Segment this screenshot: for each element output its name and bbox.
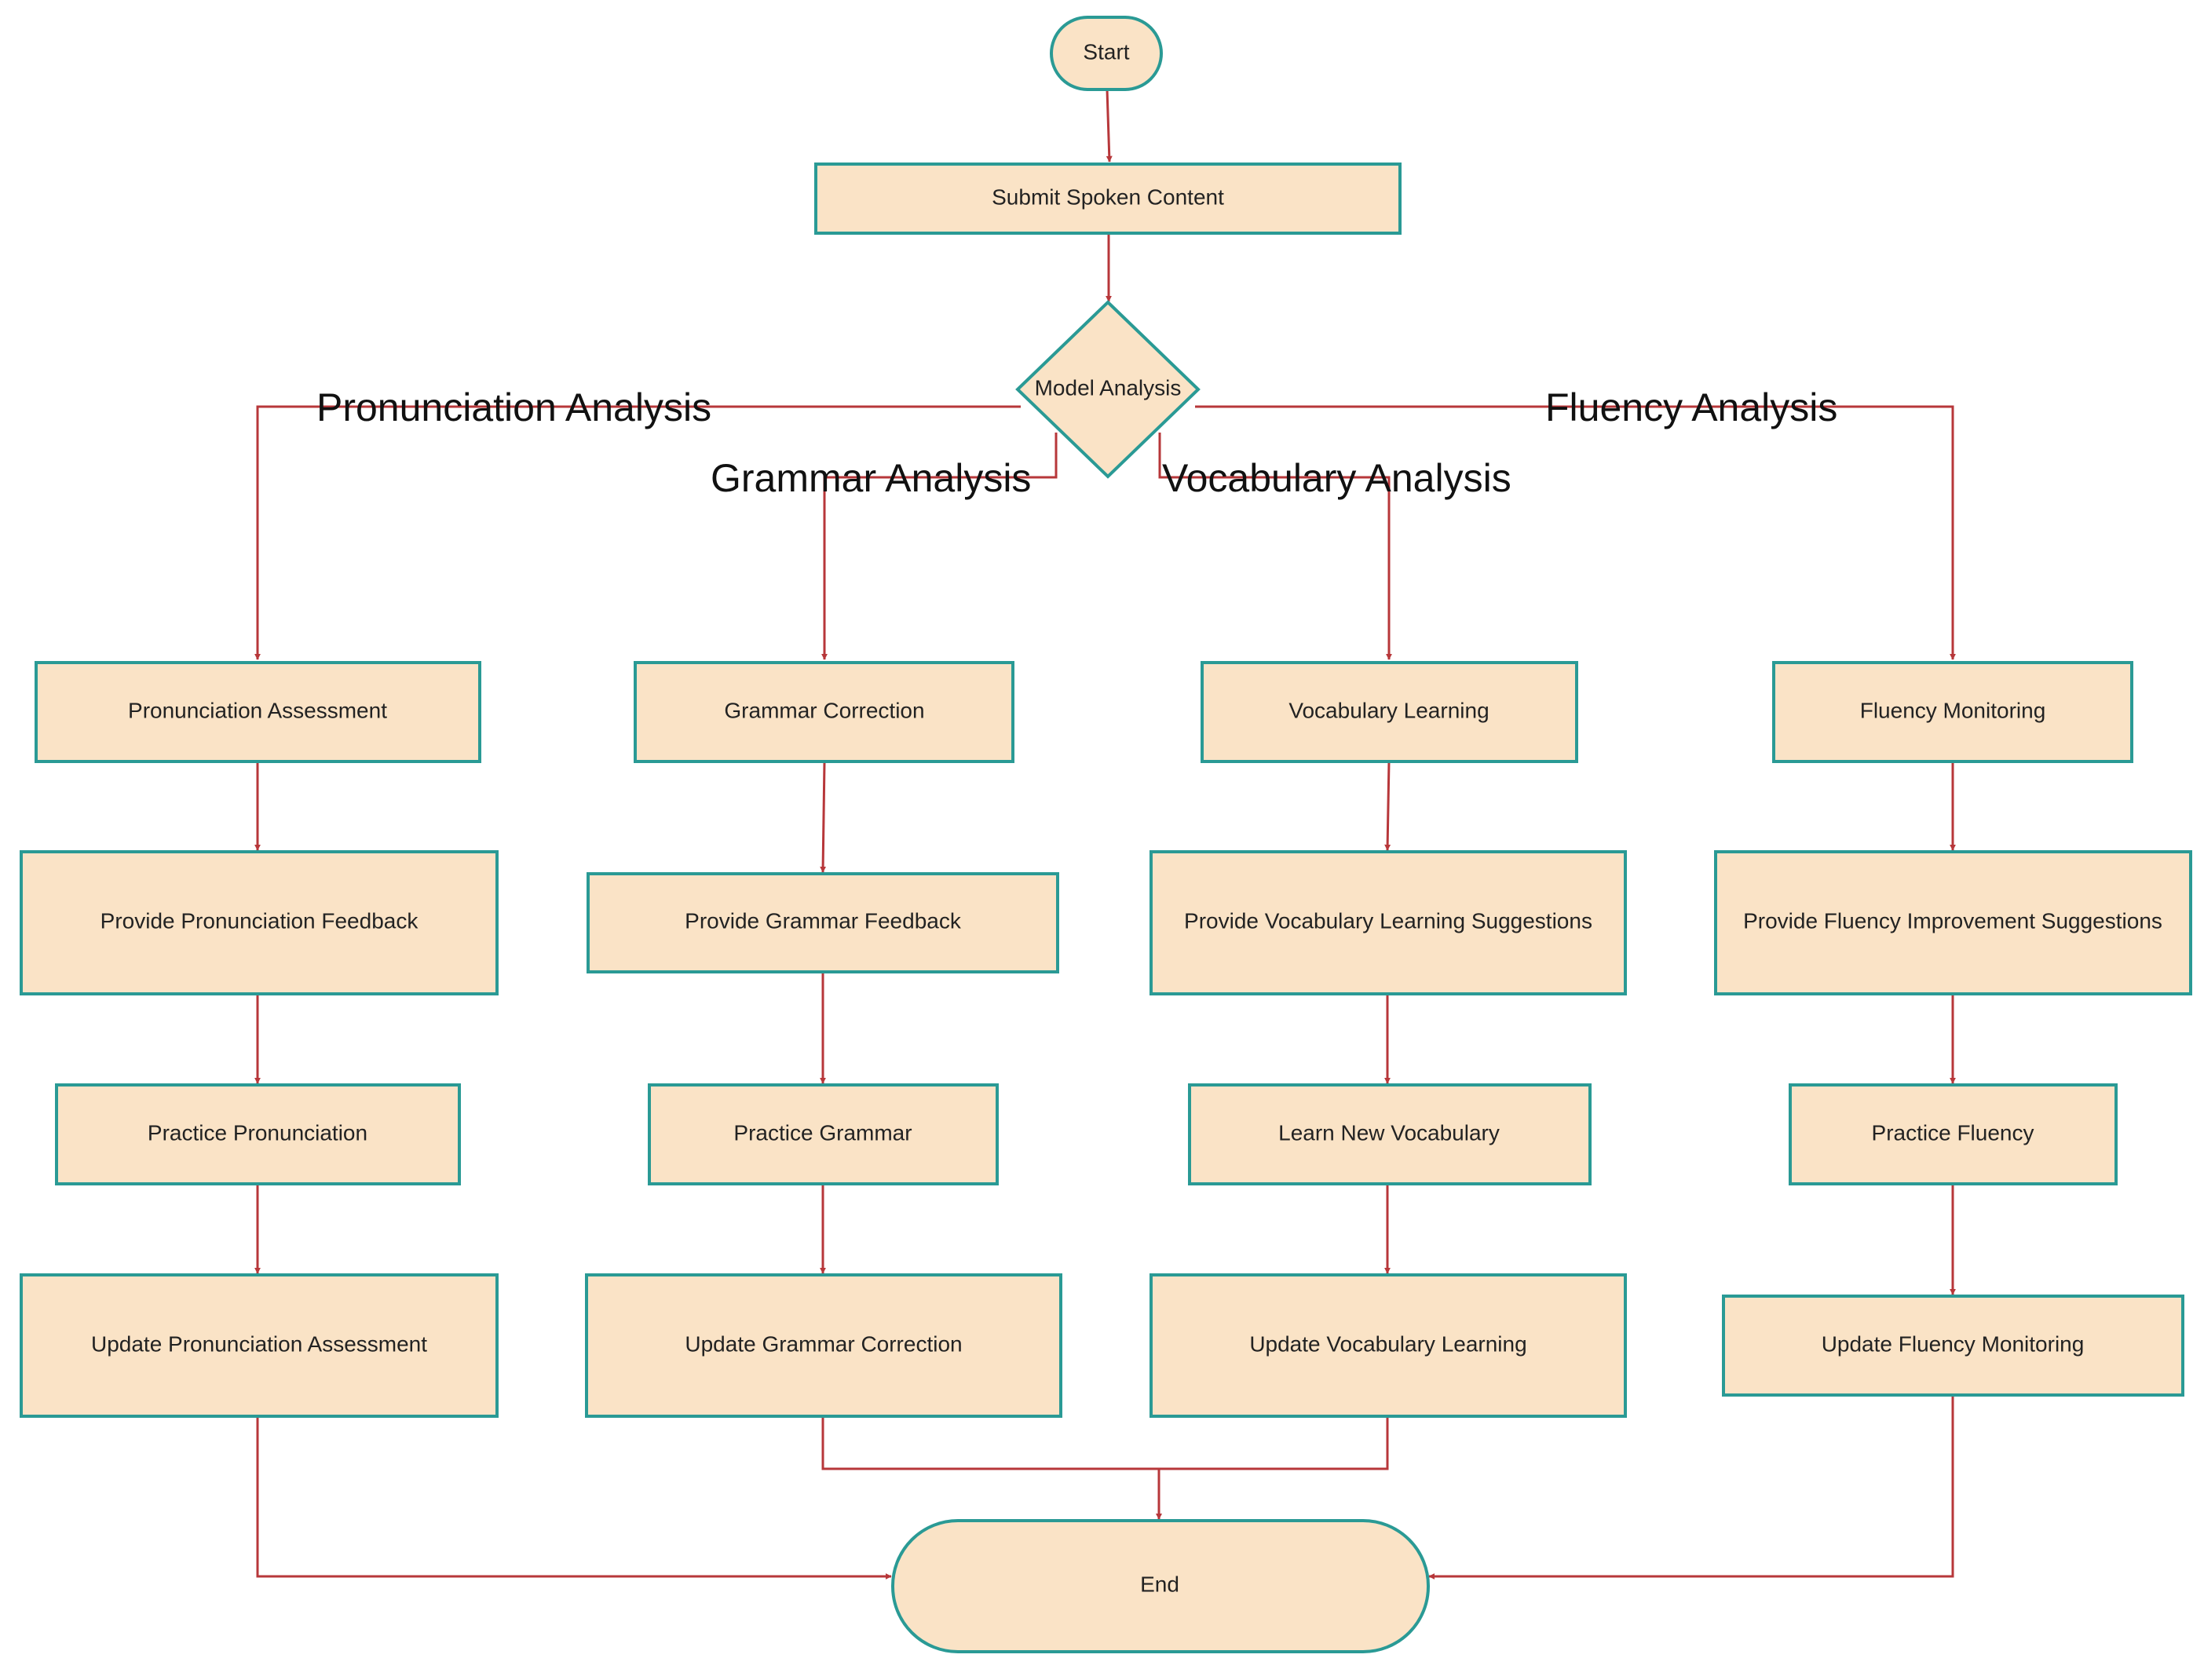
update-fluency-monitoring-label: Update Fluency Monitoring: [1822, 1331, 2085, 1356]
edge-ugc-to-end: [821, 1416, 1162, 1520]
edge-model-to-grammar: [821, 433, 1058, 660]
edge-model-to-vocabulary: [1158, 433, 1392, 660]
provide-fluency-improvement-suggestions-label: Provide Fluency Improvement Suggestions: [1743, 908, 2162, 933]
learn-new-vocabulary-node[interactable]: Learn New Vocabulary: [1188, 1083, 1592, 1185]
edge-ufm-to-end: [1428, 1395, 1954, 1580]
practice-pronunciation-node[interactable]: Practice Pronunciation: [55, 1083, 461, 1185]
provide-vocabulary-learning-suggestions-label: Provide Vocabulary Learning Suggestions: [1184, 908, 1592, 933]
learn-new-vocabulary-label: Learn New Vocabulary: [1278, 1120, 1500, 1145]
edge-vl-to-pvls: [1384, 761, 1391, 851]
provide-grammar-feedback-label: Provide Grammar Feedback: [685, 908, 962, 933]
practice-fluency-node[interactable]: Practice Fluency: [1789, 1083, 2118, 1185]
update-grammar-correction-label: Update Grammar Correction: [685, 1331, 962, 1356]
practice-pronunciation-label: Practice Pronunciation: [148, 1120, 367, 1145]
update-pronunciation-assessment-node[interactable]: Update Pronunciation Assessment: [20, 1273, 499, 1418]
pronunciation-assessment-node[interactable]: Pronunciation Assessment: [35, 661, 481, 763]
provide-fluency-improvement-suggestions-node[interactable]: Provide Fluency Improvement Suggestions: [1714, 850, 2192, 995]
practice-grammar-label: Practice Grammar: [733, 1120, 912, 1145]
update-grammar-correction-node[interactable]: Update Grammar Correction: [585, 1273, 1062, 1418]
edge-gc-to-pgf: [820, 761, 827, 873]
update-fluency-monitoring-node[interactable]: Update Fluency Monitoring: [1722, 1295, 2184, 1397]
nodes: Start Submit Spoken Content Model Analys…: [20, 16, 2192, 1653]
provide-grammar-feedback-node[interactable]: Provide Grammar Feedback: [587, 872, 1059, 973]
edge-labels: Pronunciation Analysis Grammar Analysis …: [316, 385, 1837, 500]
edge-model-to-fluency: [1195, 405, 1956, 660]
edge-upa-to-end: [256, 1416, 892, 1580]
end-label: End: [1140, 1572, 1179, 1596]
edge-label-pronunciation-analysis: Pronunciation Analysis: [316, 385, 711, 429]
edge-model-to-pronunciation: [254, 405, 1021, 660]
start-node[interactable]: Start: [1050, 16, 1163, 91]
model-analysis-label: Model Analysis: [1035, 375, 1182, 400]
provide-pronunciation-feedback-node[interactable]: Provide Pronunciation Feedback: [20, 850, 499, 995]
pronunciation-assessment-label: Pronunciation Assessment: [128, 698, 387, 722]
fluency-monitoring-label: Fluency Monitoring: [1860, 698, 2046, 722]
update-pronunciation-assessment-label: Update Pronunciation Assessment: [91, 1331, 427, 1356]
edge-label-grammar-analysis: Grammar Analysis: [711, 456, 1031, 500]
practice-fluency-label: Practice Fluency: [1872, 1120, 2034, 1145]
provide-pronunciation-feedback-label: Provide Pronunciation Feedback: [101, 908, 419, 933]
edges: [254, 89, 1956, 1580]
start-label: Start: [1083, 39, 1129, 64]
update-vocabulary-learning-node[interactable]: Update Vocabulary Learning: [1150, 1273, 1627, 1418]
submit-spoken-content-node[interactable]: Submit Spoken Content: [814, 163, 1402, 235]
grammar-correction-label: Grammar Correction: [724, 698, 924, 722]
submit-spoken-content-label: Submit Spoken Content: [992, 184, 1224, 209]
edge-label-vocabulary-analysis: Vocabulary Analysis: [1162, 456, 1511, 500]
vocabulary-learning-label: Vocabulary Learning: [1288, 698, 1489, 722]
edge-uvl-to-end: [1156, 1416, 1389, 1520]
edge-label-fluency-analysis: Fluency Analysis: [1545, 385, 1837, 429]
edge-start-to-submit: [1106, 89, 1113, 163]
provide-vocabulary-learning-suggestions-node[interactable]: Provide Vocabulary Learning Suggestions: [1150, 850, 1627, 995]
model-analysis-node[interactable]: Model Analysis: [1015, 300, 1201, 479]
update-vocabulary-learning-label: Update Vocabulary Learning: [1249, 1331, 1526, 1356]
end-node[interactable]: End: [891, 1519, 1430, 1653]
vocabulary-learning-node[interactable]: Vocabulary Learning: [1201, 661, 1578, 763]
fluency-monitoring-node[interactable]: Fluency Monitoring: [1772, 661, 2133, 763]
grammar-correction-node[interactable]: Grammar Correction: [634, 661, 1014, 763]
practice-grammar-node[interactable]: Practice Grammar: [648, 1083, 999, 1185]
